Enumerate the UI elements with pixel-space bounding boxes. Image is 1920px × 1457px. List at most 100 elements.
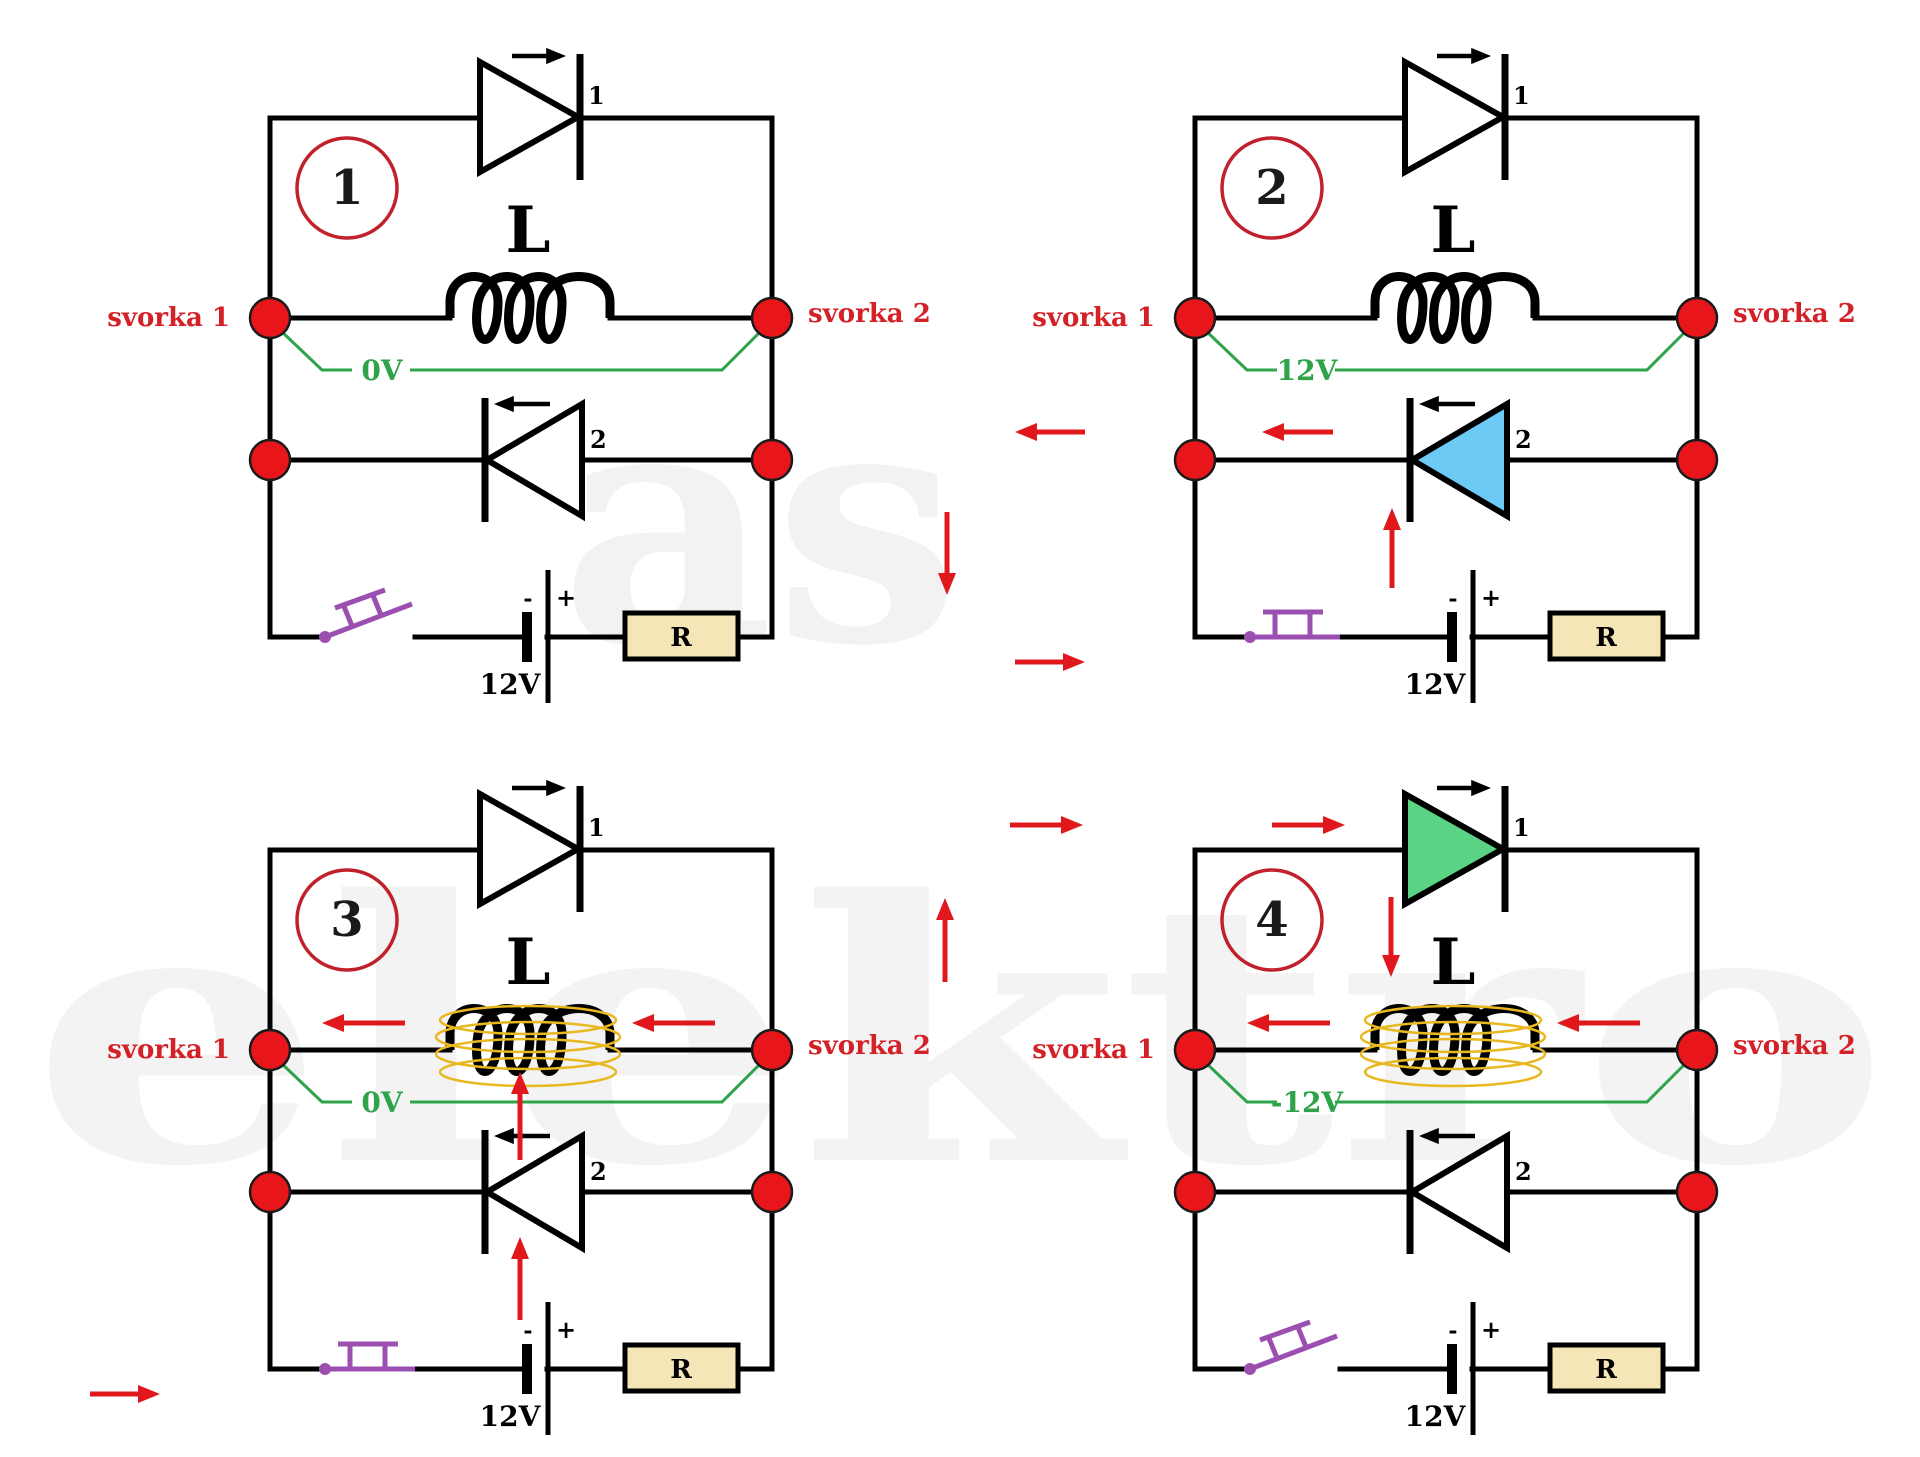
resistor: R [622, 610, 741, 662]
diode-2-label: 2 [1515, 425, 1532, 454]
node-4 [1675, 1170, 1719, 1214]
current-arrow-right-up-lower [511, 1237, 529, 1320]
battery-voltage-label: 12V [480, 668, 542, 701]
battery-minus-sign: - [1448, 586, 1457, 612]
current-flow-arrows [90, 1014, 715, 1403]
current-arrow-right-down [1382, 897, 1400, 977]
inductor-coil: L [445, 193, 615, 344]
voltage-label: 0V [361, 1086, 403, 1119]
diode-1-label: 1 [588, 81, 605, 110]
diode-1: 1 [1402, 47, 1530, 180]
resistor: R [1547, 610, 1666, 662]
battery-minus-sign: - [523, 1318, 532, 1344]
inductor-label: L [506, 925, 551, 1000]
diode-1: 1 [477, 47, 605, 180]
diode-2-label: 2 [590, 425, 607, 454]
current-arrow-right-up [1383, 508, 1401, 588]
battery-plus-sign: + [556, 1315, 576, 1344]
terminal-label-svorka-2: svorka 2 [808, 299, 931, 329]
node-3 [1173, 1170, 1217, 1214]
resistor: R [1547, 1342, 1666, 1394]
diode-2: 2 [481, 395, 607, 522]
battery-plus-sign: + [1481, 1315, 1501, 1344]
terminal-label-svorka-1: svorka 1 [107, 1035, 230, 1065]
diode-2-direction-arrow [1419, 395, 1475, 413]
current-arrow-coil-right-side [1247, 1014, 1330, 1032]
diode-2-direction-arrow [494, 1127, 550, 1145]
voltage-label: 12V [1277, 354, 1339, 387]
terminal-label-svorka-2: svorka 2 [808, 1031, 931, 1061]
diode-1-label: 1 [1513, 81, 1530, 110]
node-3 [248, 1170, 292, 1214]
current-arrow-switch-right [1015, 653, 1085, 671]
battery-plus-sign: + [1481, 583, 1501, 612]
diode-1-direction-arrow [512, 47, 566, 65]
voltage-readout: -12V [1203, 1060, 1689, 1119]
circuit-wires [267, 847, 775, 1372]
diode-1-direction-arrow [1437, 779, 1491, 797]
battery: -+12V [1405, 570, 1501, 703]
diode-1-label: 1 [1513, 813, 1530, 842]
current-arrow-top-right [1272, 816, 1345, 834]
node-4 [1675, 438, 1719, 482]
battery: -+12V [480, 1302, 576, 1435]
voltage-readout: 12V [1203, 328, 1689, 387]
node-3 [248, 438, 292, 482]
current-flow-arrows [938, 423, 1401, 671]
magnetic-field-lines [434, 1004, 622, 1088]
node-1 [1173, 1028, 1217, 1072]
diode-1: 1 [477, 779, 605, 912]
battery-voltage-label: 12V [1405, 1400, 1467, 1433]
resistor: R [622, 1342, 741, 1394]
current-arrow-coil-left-side [1557, 1014, 1640, 1032]
battery-plus-sign: + [556, 583, 576, 612]
step-number: 2 [1255, 160, 1288, 216]
battery: -+12V [480, 570, 576, 703]
node-2 [750, 296, 794, 340]
connection-nodes [1173, 296, 1719, 482]
battery-voltage-label: 12V [1405, 668, 1467, 701]
current-arrow-switch-right [90, 1385, 160, 1403]
battery-minus-sign: - [1448, 1318, 1457, 1344]
terminal-label-svorka-1: svorka 1 [1032, 1035, 1155, 1065]
diode-1-direction-arrow [1437, 47, 1491, 65]
push-button-switch [319, 587, 413, 643]
connection-nodes [248, 1028, 794, 1214]
current-arrow-left-down [938, 512, 956, 595]
step-number-badge: 4 [1220, 868, 1324, 972]
voltage-label: 0V [361, 354, 403, 387]
step-number: 3 [330, 892, 363, 948]
push-button-switch [319, 1341, 415, 1375]
node-4 [750, 1170, 794, 1214]
node-2 [1675, 1028, 1719, 1072]
current-arrow-top-left [1010, 816, 1083, 834]
battery-voltage-label: 12V [480, 1400, 542, 1433]
circuit-wires [267, 115, 775, 640]
current-flow-arrows [936, 816, 1640, 1032]
terminal-label-svorka-1: svorka 1 [1032, 303, 1155, 333]
voltage-readout: 0V [278, 328, 764, 387]
node-4 [750, 438, 794, 482]
terminal-label-svorka-1: svorka 1 [107, 303, 230, 333]
current-arrow-right-up-upper [511, 1072, 529, 1160]
resistor-label: R [670, 1355, 692, 1385]
inductor-label: L [1431, 925, 1476, 1000]
node-3 [1173, 438, 1217, 482]
node-1 [248, 296, 292, 340]
watermark-text-top: as [560, 330, 960, 718]
step-number-badge: 1 [295, 136, 399, 240]
step-number: 1 [330, 160, 363, 216]
step-number: 4 [1255, 892, 1288, 948]
voltage-label: -12V [1271, 1086, 1345, 1119]
inductor-coil: L [1370, 925, 1540, 1076]
current-arrow-coil-left-side [632, 1014, 715, 1032]
connection-nodes [248, 296, 794, 482]
connection-nodes [1173, 1028, 1719, 1214]
inductor-coil: L [1370, 193, 1540, 344]
